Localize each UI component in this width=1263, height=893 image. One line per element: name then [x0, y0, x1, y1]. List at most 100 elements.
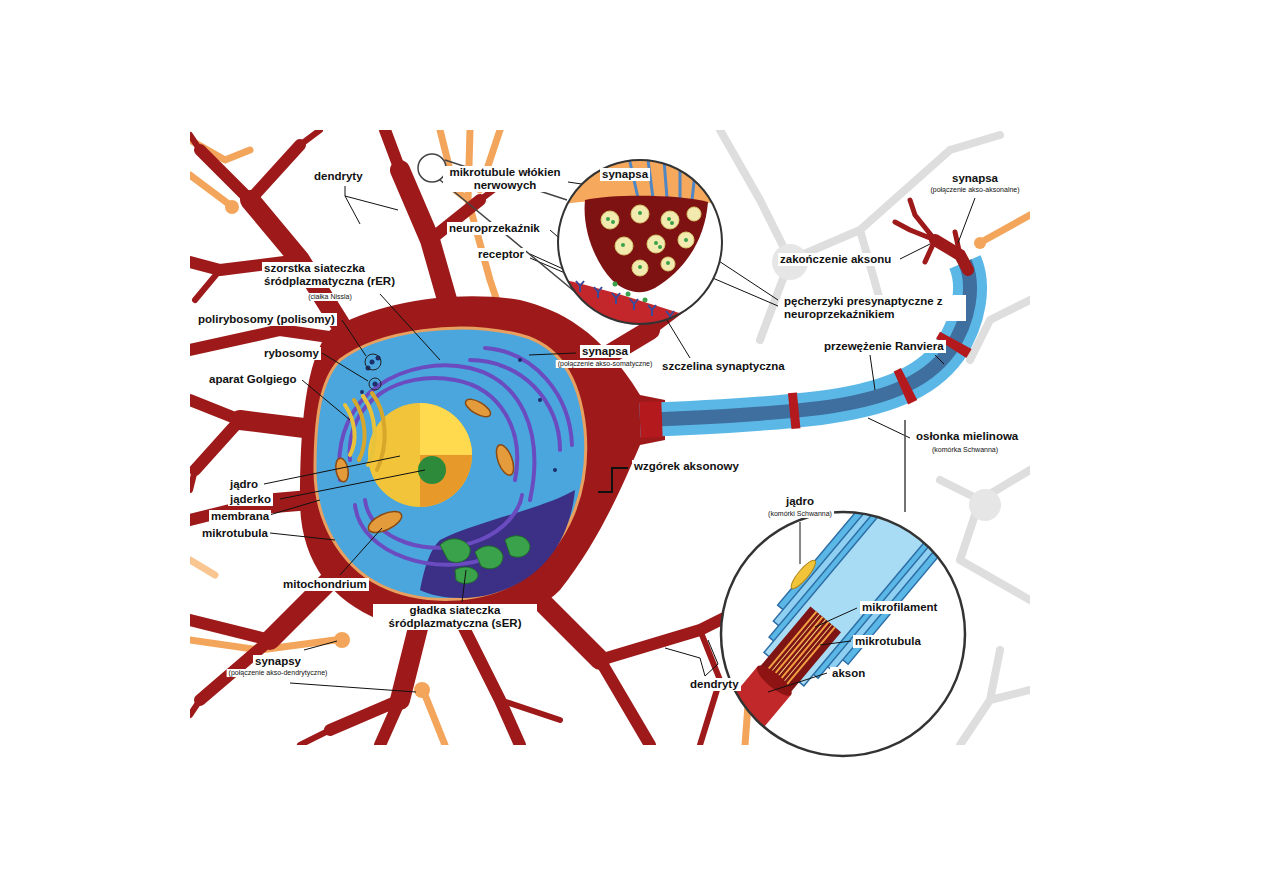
ribosome	[553, 468, 557, 472]
smooth-er	[505, 536, 530, 557]
axon-terminal	[895, 200, 960, 262]
synapse-inset	[558, 160, 722, 324]
note-label: (ciałka Nissla)	[306, 293, 354, 301]
cytoplasm-dark	[420, 490, 575, 598]
part-label: neuroprzekaźnik	[447, 222, 542, 235]
part-label: wzgórek aksonowy	[632, 460, 741, 473]
leader-line	[800, 522, 801, 564]
part-label: gładka siateczka śródplazmatyczna (sER)	[373, 604, 537, 630]
dendrite	[190, 130, 760, 745]
rough-er	[365, 495, 522, 548]
ribosome	[373, 382, 378, 387]
part-label: synapsy	[253, 655, 303, 668]
incoming-axon	[190, 560, 215, 575]
note-label: (komórka Schwanna)	[930, 446, 1000, 454]
synapse-inset	[612, 293, 620, 304]
synapse-inset	[576, 281, 674, 322]
synaptic-bouton	[225, 200, 239, 214]
part-label: akson	[830, 667, 867, 680]
leader-line	[958, 198, 975, 243]
background-neuron	[720, 130, 1000, 340]
cytoplasm	[315, 328, 586, 599]
synapse-inset	[576, 281, 584, 292]
magnifier-line	[418, 154, 446, 182]
synaptic-bouton	[334, 632, 350, 648]
synapse-inset	[585, 196, 708, 292]
synapse-inset	[647, 235, 665, 253]
synapse-inset	[684, 238, 688, 242]
leader-line	[290, 641, 416, 692]
part-label: synapsa	[580, 345, 630, 358]
mitochondrion	[334, 396, 517, 537]
marker-circle	[369, 378, 381, 390]
axon-terminal	[895, 200, 968, 270]
synapse-inset	[670, 221, 674, 225]
leader-line	[900, 244, 930, 259]
mitochondrion	[493, 443, 517, 478]
synapse-inset	[606, 217, 610, 221]
myelin-inset	[904, 420, 906, 512]
part-label: dendryty	[688, 678, 741, 691]
synapse-inset	[555, 278, 725, 330]
golgi-apparatus	[345, 405, 355, 455]
leader-line	[280, 470, 425, 499]
synapse-inset	[661, 211, 679, 229]
rough-er	[339, 348, 572, 565]
part-label: jąderko	[228, 493, 273, 506]
mitochondrion	[463, 396, 493, 420]
smooth-er	[440, 536, 530, 584]
part-label: membrana	[209, 510, 271, 523]
leader-line	[870, 355, 944, 390]
nucleus-cut	[420, 403, 472, 455]
synapse-inset	[601, 211, 619, 229]
synapse-inset	[555, 150, 725, 330]
rough-er	[339, 365, 534, 500]
leader-line	[768, 673, 827, 692]
part-label: synapsa	[950, 172, 1000, 185]
myelin-inset	[721, 512, 965, 756]
marker-circle	[365, 354, 381, 370]
synapse-inset	[615, 237, 633, 255]
synapse-inset	[555, 150, 725, 330]
mitochondrion	[334, 457, 350, 483]
myelin-inset	[652, 420, 977, 810]
part-label: osłonka mielinowa	[914, 430, 1020, 443]
golgi-apparatus	[354, 400, 365, 460]
myelin-inset	[788, 557, 819, 591]
synapse-inset	[626, 292, 631, 297]
part-label: synapsa	[600, 168, 650, 181]
part-label: aparat Golgiego	[207, 373, 299, 386]
part-label: receptor	[476, 248, 526, 261]
marker-circle	[365, 354, 381, 390]
synapse-inset	[661, 257, 675, 271]
golgi-apparatus	[363, 396, 375, 465]
incoming-axon	[425, 695, 445, 745]
note-label: (połączenie akso-aksonalne)	[928, 186, 1021, 194]
part-label: dendryty	[312, 170, 365, 183]
leader-line	[820, 641, 851, 645]
part-label: jądro	[228, 478, 260, 491]
synapse-inset	[632, 260, 648, 276]
leader-line	[322, 353, 368, 381]
synapse-inset	[678, 232, 694, 248]
synapse-inset	[638, 265, 642, 269]
synaptic-bouton	[974, 237, 986, 249]
dendrite	[190, 130, 800, 745]
magnifier-line	[418, 154, 580, 296]
background-neuron	[960, 650, 1030, 745]
ribosome	[360, 390, 364, 394]
leader-line	[665, 640, 718, 676]
background-neuron	[969, 489, 1001, 521]
synapse-inset	[601, 205, 701, 276]
part-label: mikrotubula	[853, 635, 923, 648]
synapse-inset	[621, 243, 625, 247]
part-label: szorstka siateczka śródplazmatyczna (rER…	[262, 262, 416, 288]
leader-line	[380, 294, 440, 360]
part-label: rybosomy	[262, 347, 321, 360]
note-label: (połączenie akso-dendrytyczne)	[227, 669, 330, 677]
mitochondrion	[365, 507, 404, 537]
smooth-er	[455, 567, 478, 583]
synapse-inset	[630, 299, 638, 310]
part-label: zakończenie aksonu	[778, 253, 893, 266]
leader-line	[529, 353, 576, 355]
